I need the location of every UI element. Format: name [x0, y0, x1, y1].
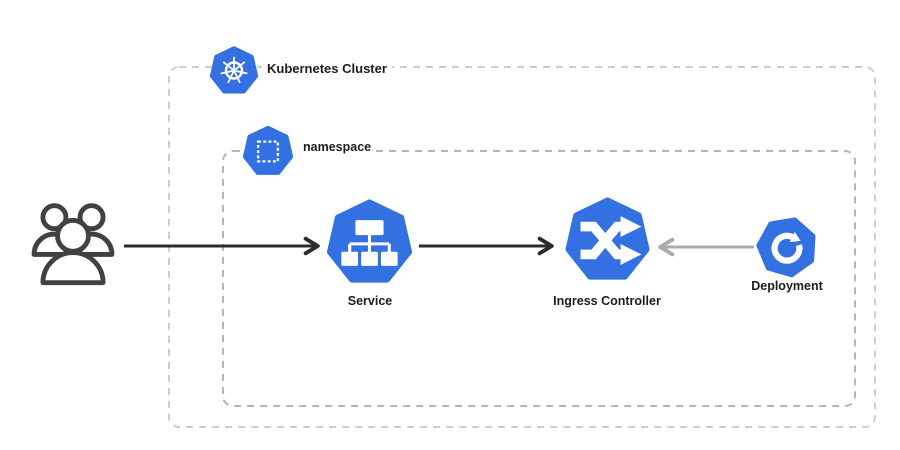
deployment-label: Deployment [751, 279, 823, 293]
ingress-controller-label: Ingress Controller [553, 294, 661, 308]
dashed-square-glyph [256, 140, 280, 163]
namespace-dashed-square-icon [242, 124, 294, 179]
service-sitemap-icon [325, 199, 414, 287]
namespace-label: namespace [298, 140, 377, 155]
rotate-arrow-icon [756, 216, 818, 278]
helm-wheel-glyph [220, 56, 248, 84]
service-label: Service [347, 294, 393, 308]
users-icon [27, 198, 119, 286]
namespace-boundary [222, 150, 856, 407]
rotate-glyph [771, 231, 803, 264]
sitemap-glyph [341, 220, 398, 266]
cluster-label: Kubernetes Cluster [262, 61, 392, 77]
kubernetes-logo-icon [209, 45, 259, 97]
shuffle-arrows-icon [564, 197, 651, 284]
shuffle-glyph [580, 216, 642, 265]
users-glyph [31, 203, 115, 286]
